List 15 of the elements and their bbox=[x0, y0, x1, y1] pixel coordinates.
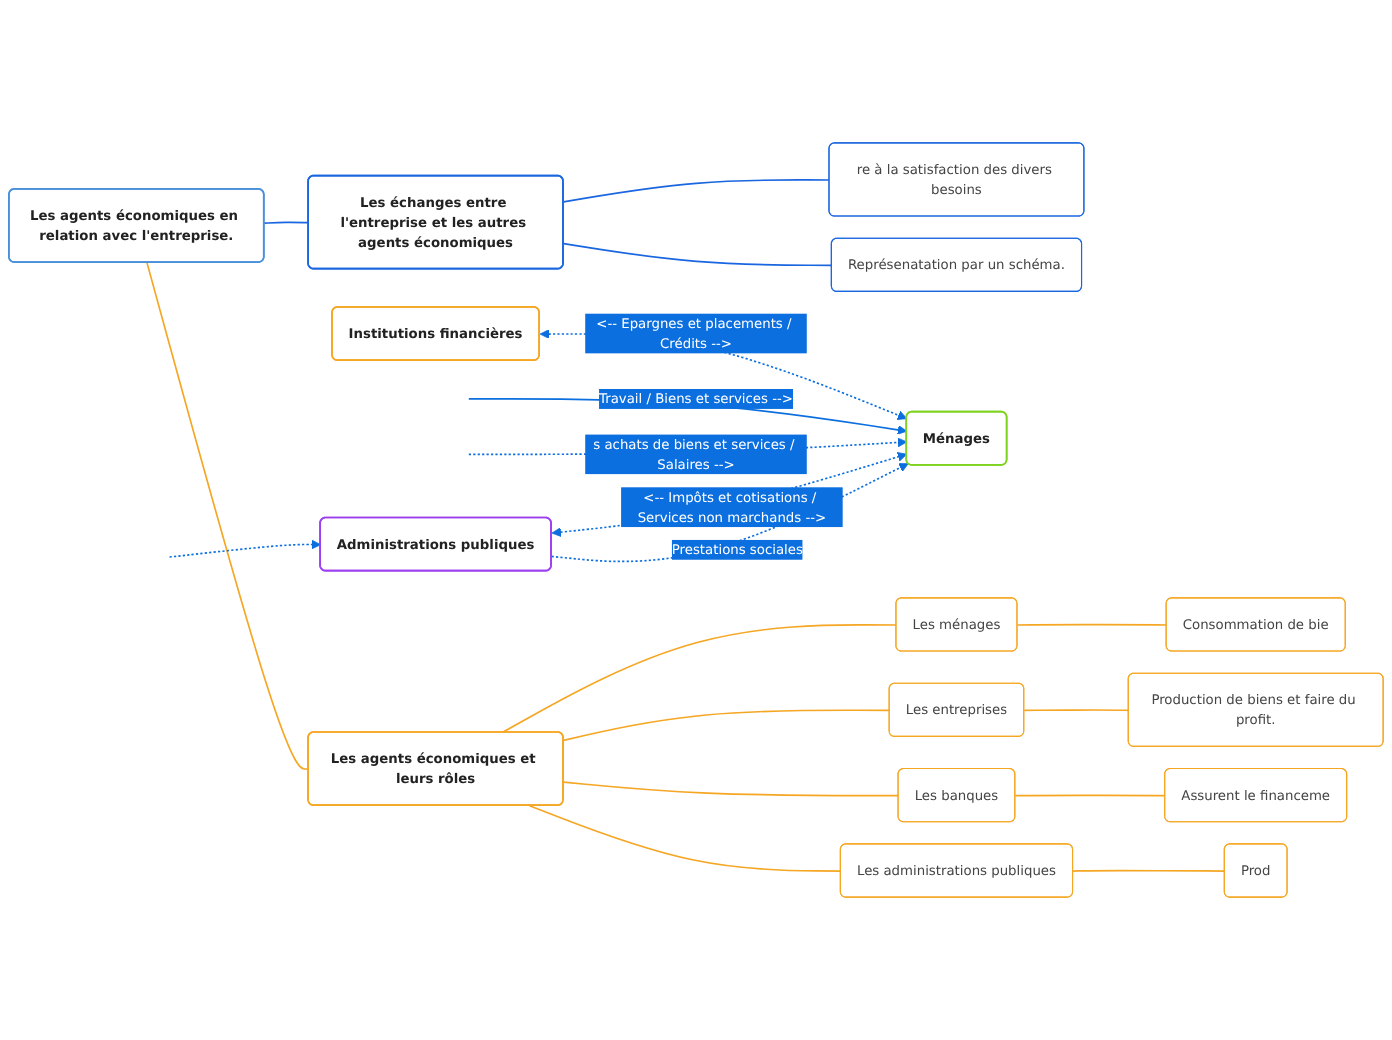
connector bbox=[263, 221, 310, 225]
connector bbox=[562, 179, 831, 203]
connector bbox=[1014, 794, 1167, 797]
connector bbox=[1023, 709, 1130, 712]
connector bbox=[1016, 623, 1168, 626]
arrow bbox=[539, 329, 908, 420]
connector bbox=[562, 709, 891, 742]
connector bbox=[501, 624, 898, 734]
connector bbox=[1072, 869, 1226, 872]
connector bbox=[562, 242, 833, 267]
connector bbox=[146, 261, 310, 770]
arrow bbox=[551, 452, 908, 537]
arrow bbox=[168, 539, 322, 558]
connector bbox=[562, 781, 900, 797]
connector bbox=[528, 804, 842, 872]
